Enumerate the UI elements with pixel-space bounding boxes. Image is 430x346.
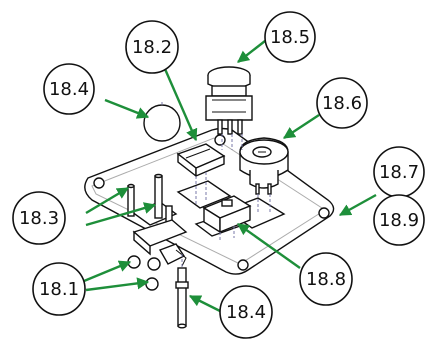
callout-18-1: 18.1 (32, 262, 86, 316)
ball-knob (143, 104, 181, 142)
toggle-module (202, 195, 252, 234)
callout-18-4-top: 18.4 (43, 63, 95, 115)
callout-label: 18.8 (306, 269, 346, 290)
key-switch (239, 137, 289, 195)
callout-18-9: 18.9 (373, 194, 425, 246)
callout-18-6: 18.6 (316, 77, 368, 129)
callout-18-3: 18.3 (12, 191, 66, 245)
assembly-lines (161, 100, 271, 268)
callout-label: 18.9 (379, 210, 419, 231)
callout-label: 18.1 (39, 279, 79, 300)
callout-label: 18.7 (379, 162, 419, 183)
leader-lines (83, 40, 377, 314)
callout-label: 18.5 (270, 27, 310, 48)
callout-label: 18.6 (322, 93, 362, 114)
callout-label: 18.4 (49, 79, 89, 100)
callout-18-7: 18.7 (373, 146, 425, 198)
bracket-assembly (127, 219, 188, 291)
callout-label: 18.3 (19, 208, 59, 229)
callout-18-2: 18.2 (125, 20, 179, 74)
callout-18-4-bottom: 18.4 (219, 285, 273, 339)
rocker-switch (176, 143, 226, 178)
vertical-rod (175, 267, 189, 329)
callout-18-5: 18.5 (264, 11, 316, 63)
callout-label: 18.2 (132, 37, 172, 58)
callout-18-8: 18.8 (299, 252, 353, 306)
callout-label: 18.4 (226, 302, 266, 323)
push-button-switch (205, 66, 253, 135)
